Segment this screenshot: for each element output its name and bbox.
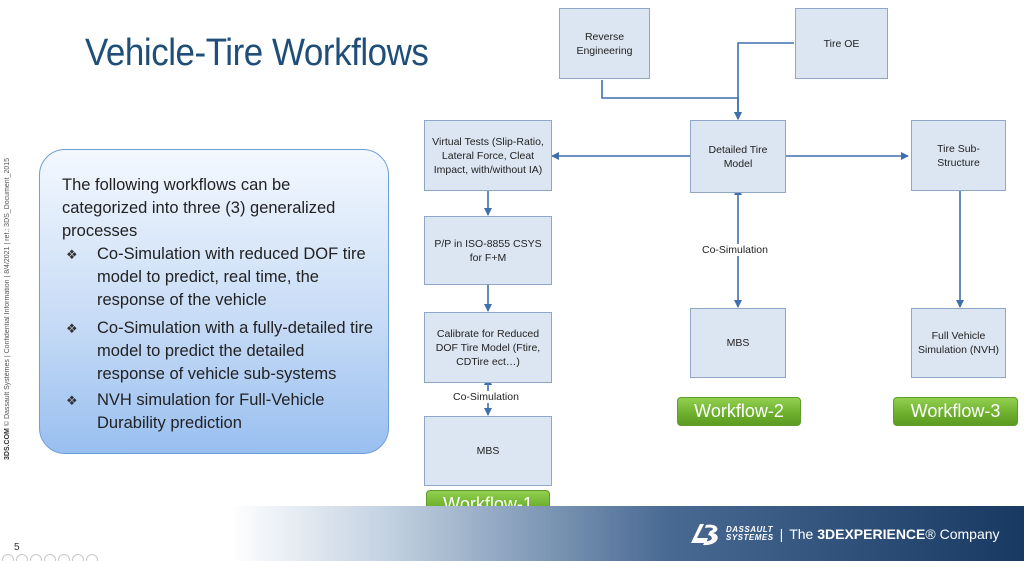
page-number: 5 — [14, 542, 20, 553]
bullet-diamond-icon: ❖ — [66, 247, 78, 262]
node-detailed-tire-model: Detailed Tire Model — [690, 120, 786, 193]
brand-name: DASSAULT SYSTEMES — [726, 526, 774, 542]
node-mbs-workflow-2: MBS — [690, 308, 786, 378]
node-mbs-workflow-1: MBS — [424, 416, 552, 486]
social-circle-icon[interactable] — [58, 554, 70, 561]
edge-tire-oe-to-detailed-model — [734, 42, 794, 120]
node-pp-iso-8855: P/P in ISO-8855 CSYS for F+M — [424, 216, 552, 285]
workflow-3-badge: Workflow-3 — [893, 397, 1018, 426]
social-circle-icon[interactable] — [44, 554, 56, 561]
social-circle-icon[interactable] — [16, 554, 28, 561]
brand-name-line-2: SYSTEMES — [726, 533, 774, 542]
social-icons — [2, 554, 98, 561]
brand-tagline: The 3DEXPERIENCE® Company — [789, 526, 999, 542]
tagline-bold: 3DEXPERIENCE — [817, 526, 926, 542]
bullet-text: Co-Simulation with reduced DOF tire mode… — [97, 245, 366, 309]
slide-title: Vehicle-Tire Workflows — [85, 32, 429, 74]
summary-bullet-1: ❖ Co-Simulation with reduced DOF tire mo… — [66, 243, 376, 312]
node-tire-oe: Tire OE — [795, 8, 888, 79]
brand-name-line-1: DASSAULT — [726, 525, 773, 534]
social-circle-icon[interactable] — [86, 554, 98, 561]
brand-separator: | — [779, 526, 784, 542]
tagline-suffix: ® Company — [925, 526, 1000, 542]
node-reverse-engineering: Reverse Engineering — [559, 8, 650, 79]
social-circle-icon[interactable] — [30, 554, 42, 561]
bullet-text: NVH simulation for Full-Vehicle Durabili… — [97, 391, 325, 432]
side-note-brand: 3DS.COM — [4, 428, 11, 460]
node-tire-sub-structure: Tire Sub-Structure — [911, 120, 1006, 191]
bullet-text: Co-Simulation with a fully-detailed tire… — [97, 319, 374, 383]
summary-callout — [39, 149, 389, 454]
edge-label-co-simulation-1: Co-Simulation — [452, 391, 520, 403]
social-circle-icon[interactable] — [72, 554, 84, 561]
footer-brand: DASSAULT SYSTEMES | The 3DEXPERIENCE® Co… — [688, 521, 1000, 547]
footer-band — [230, 506, 1024, 561]
side-copyright-note: 3DS.COM © Dassault Systèmes | Confidenti… — [4, 130, 16, 460]
summary-intro: The following workflows can be categoriz… — [62, 176, 336, 240]
bullet-diamond-icon: ❖ — [66, 321, 78, 336]
summary-bullet-3: ❖ NVH simulation for Full-Vehicle Durabi… — [66, 389, 376, 435]
ds-logo-icon — [691, 524, 718, 546]
node-virtual-tests: Virtual Tests (Slip-Ratio, Lateral Force… — [424, 120, 552, 191]
node-calibrate-reduced-dof: Calibrate for Reduced DOF Tire Model (Ft… — [424, 312, 552, 383]
side-note-text: © Dassault Systèmes | Confidential Infor… — [4, 157, 11, 427]
node-full-vehicle-simulation: Full Vehicle Simulation (NVH) — [911, 308, 1006, 378]
edge-label-co-simulation-2: Co-Simulation — [701, 244, 769, 256]
bullet-diamond-icon: ❖ — [66, 393, 78, 408]
tagline-prefix: The — [789, 526, 818, 542]
social-circle-icon[interactable] — [2, 554, 14, 561]
workflow-2-badge: Workflow-2 — [677, 397, 801, 426]
summary-bullet-2: ❖ Co-Simulation with a fully-detailed ti… — [66, 317, 376, 386]
edge-reverse-engineering-to-detailed-model — [601, 80, 742, 120]
